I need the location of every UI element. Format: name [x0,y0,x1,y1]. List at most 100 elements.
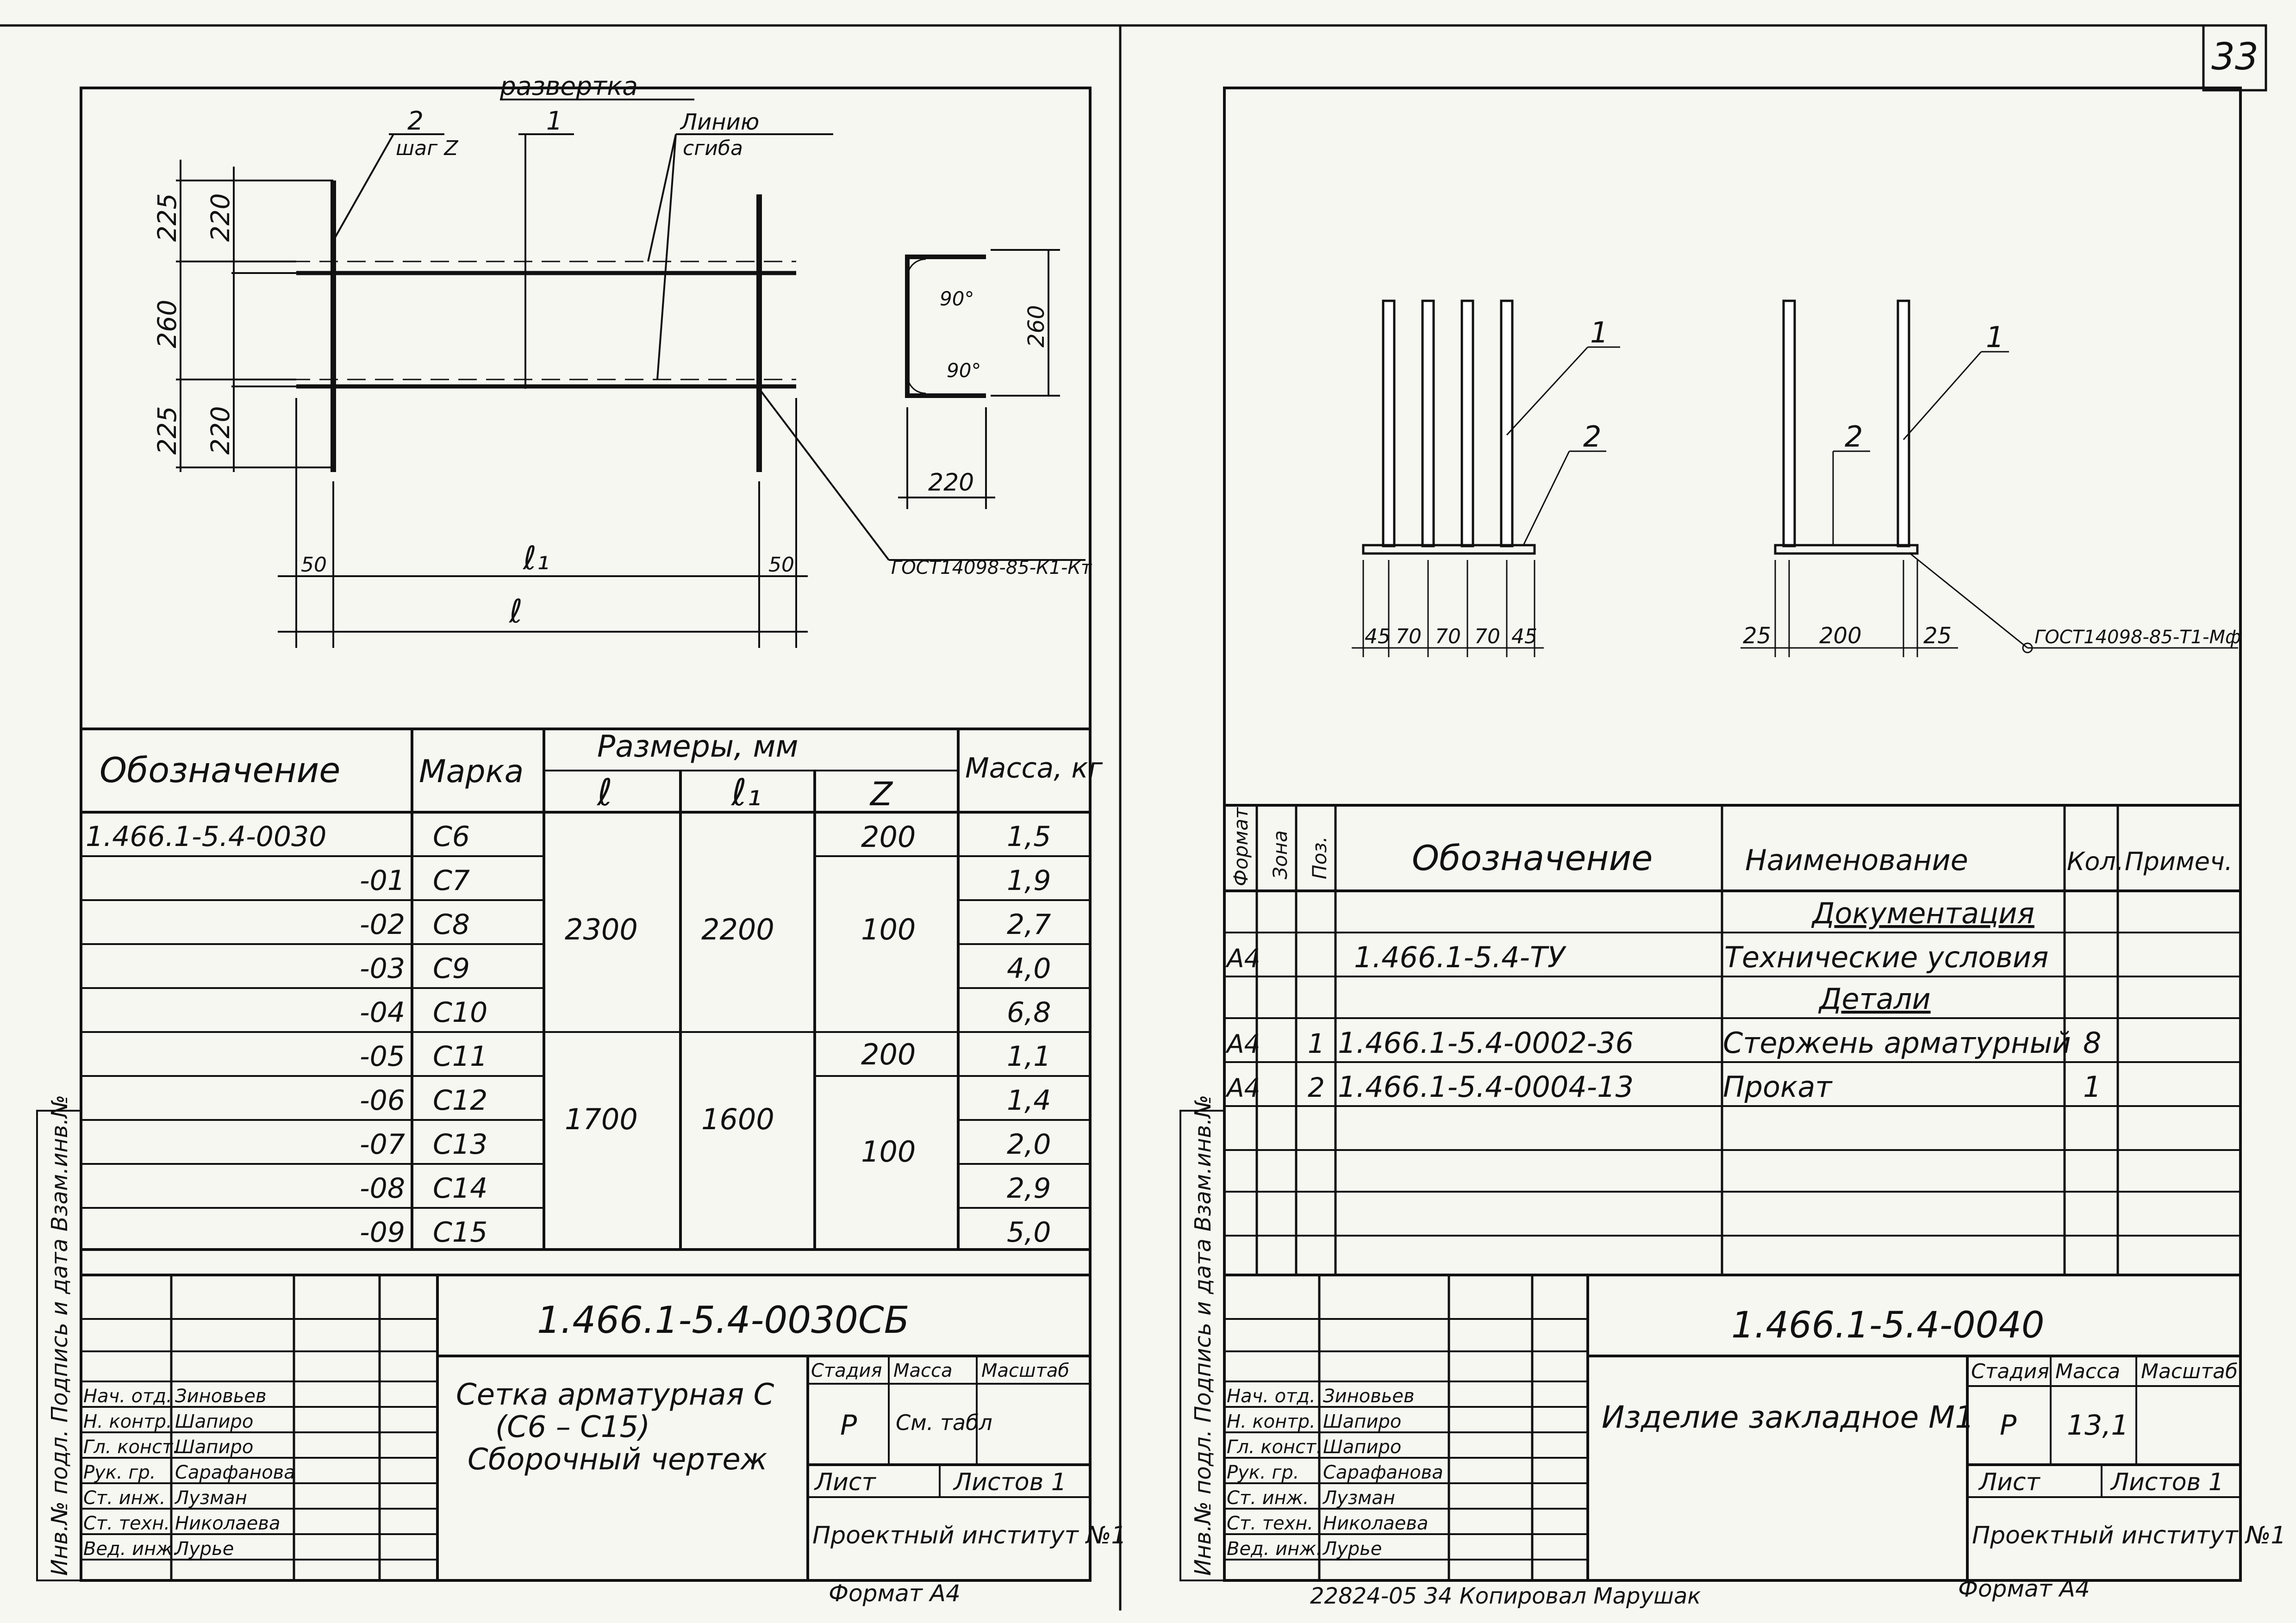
row-mass: 1,1 [1007,1040,1051,1073]
group2-z-b: 100 [861,1135,916,1169]
dim-50-left: 50 [301,553,327,577]
stamp-role: Гл. конст. [1227,1436,1322,1458]
row-mark: С9 [433,952,470,985]
stamp-name: Лурье [1322,1538,1382,1560]
stamp-name: Шапиро [1323,1436,1401,1458]
row-mark: С11 [433,1040,487,1073]
stamp-role: Гл. конст. [83,1436,179,1458]
spec-section-parts: Детали [1818,982,1931,1016]
spec-header-designation: Обозначение [1412,838,1653,878]
dim-225-bottom: 225 [152,406,182,455]
side-dim-200: 200 [1819,623,1862,649]
stamp-role: Н. контр. [1227,1411,1316,1432]
stamp-name: Николаева [175,1513,280,1534]
spec-doc-designation: 1.466.1-5.4-ТУ [1354,940,1567,974]
spec-header-pos: Поз. [1308,836,1331,879]
step-label: шаг Z [396,137,458,160]
stamp-role: Нач. отд. [1227,1386,1316,1407]
profile-dim-220: 220 [928,469,974,497]
group2-l: 1700 [565,1102,638,1136]
left-format-label: Формат А4 [829,1580,961,1607]
position-2-label: 2 [407,106,424,136]
row-designation: -04 [360,996,405,1029]
table-header-sizes: Размеры, мм [597,729,799,764]
left-stamp-stage: Р [840,1409,857,1442]
table-header-designation: Обозначение [100,750,340,790]
right-stamp-org: Проектный институт №1 [1972,1522,2286,1549]
stamp-role: Ст. техн. [1227,1513,1313,1534]
front-dim: 70 [1396,625,1422,648]
front-dim: 45 [1365,625,1391,648]
unfold-label: развертка [499,71,638,101]
row-mark: С7 [433,864,470,897]
row-mass: 2,9 [1007,1172,1051,1205]
group1-z-b: 100 [861,913,916,946]
row-mark: С15 [433,1216,487,1249]
row-designation: -08 [360,1172,405,1205]
left-title-block-grid [81,1274,1090,1580]
stamp-role: Рук. гр. [83,1462,156,1483]
spec-section-docs: Документация [1811,896,2034,930]
right-pos-2-side: 2 [1845,420,1863,454]
spec-header-qty: Кол. [2067,847,2124,876]
right-stamp-sheets: Листов 1 [2110,1468,2224,1496]
stamp-name: Сарафанова [1323,1462,1443,1483]
row-mass: 1,9 [1007,864,1051,897]
part-pos: 2 [1308,1072,1325,1103]
left-stamp-mass: См. табл [896,1410,992,1435]
stamp-name: Зиновьев [1323,1386,1415,1407]
right-stamp-code: 1.466.1-5.4-0040 [1731,1305,2045,1346]
table-header-z: Z [869,775,893,813]
page-number: 33 [2211,35,2259,78]
left-stamp-sheet: Лист [814,1468,876,1496]
spec-header-format: Формат [1229,807,1252,886]
position-1-label: 1 [546,106,562,136]
row-mark: С6 [433,821,470,853]
row-designation: -02 [360,908,405,941]
table-header-l: ℓ [596,771,612,814]
right-stamp-h-mass: Масса [2055,1360,2120,1383]
row-designation: -05 [360,1040,405,1073]
stamp-name: Зиновьев [175,1386,267,1407]
stamp-role: Н. контр. [83,1411,172,1432]
row-designation: -03 [360,952,405,985]
dim-225-top: 225 [152,193,182,242]
weld-gost-left: ГОСТ14098-85-К1-Кт [891,557,1092,578]
row-designation: -06 [360,1084,405,1117]
bend-line-label-2: сгиба [683,137,743,160]
stamp-name: Сарафанова [175,1462,295,1483]
row-mass: 2,0 [1007,1128,1051,1161]
right-stamp-sheet: Лист [1978,1468,2040,1496]
row-mass: 5,0 [1007,1216,1051,1249]
stamp-name: Шапиро [175,1436,253,1458]
right-stamp-h-stage: Стадия [1971,1360,2049,1383]
left-stamp-h-stage: Стадия [811,1360,882,1381]
left-stamp-title-1: Сетка арматурная С [456,1378,774,1412]
stamp-role: Вед. инж. [1227,1538,1322,1560]
front-dim: 70 [1474,625,1500,648]
stamp-name: Шапиро [1323,1411,1401,1432]
stamp-role: Ст. инж. [83,1487,166,1509]
row-mass: 1,5 [1007,821,1051,853]
row-mark: С14 [433,1172,487,1205]
part-designation: 1.466.1-5.4-0004-13 [1338,1070,1634,1104]
table-header-l1: ℓ₁ [730,771,761,814]
group2-l1: 1600 [701,1102,774,1136]
row-mark: С12 [433,1084,487,1117]
row-mass: 4,0 [1007,952,1051,985]
row-designation: -09 [360,1216,405,1249]
left-size-table-grid [81,728,1090,1251]
right-stamp-h-scale: Масштаб [2141,1360,2238,1383]
part-name: Стержень арматурный [1723,1026,2071,1060]
profile-angle-1: 90° [940,287,974,310]
bend-line-label-1: Линию [680,109,759,135]
stamp-role: Рук. гр. [1227,1462,1299,1483]
group1-l: 2300 [565,913,638,946]
stamp-role: Нач. отд. [83,1386,172,1407]
right-side-margin-text: Инв.№ подл. Подпись и дата Взам.инв.№ [1190,1095,1216,1576]
left-stamp-org: Проектный институт №1 [812,1522,1127,1549]
left-stamp-h-scale: Масштаб [981,1360,1069,1381]
